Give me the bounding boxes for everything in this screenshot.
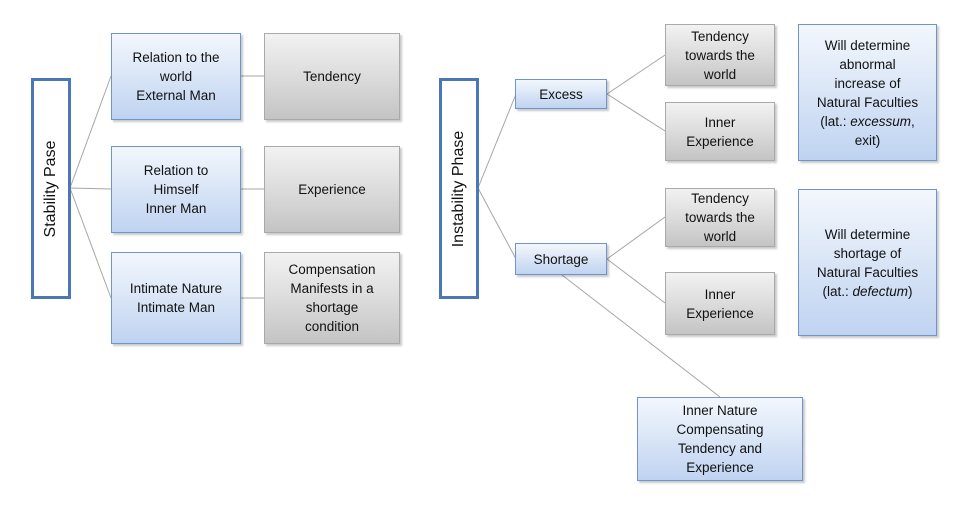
connector-stability-world: [69, 75, 112, 189]
tendency-label: Tendency: [303, 69, 361, 84]
shortage-tendency-box: Tendency towards the world: [665, 188, 775, 247]
excess-experience-box: Inner Experience: [665, 102, 775, 161]
connector-shortage-experience: [606, 258, 666, 304]
relation-world-box: Relation to the world External Man: [111, 33, 241, 120]
excess-note-box: Will determine abnormal increase of Natu…: [798, 24, 937, 161]
shortage-note-latin: defectum: [852, 283, 909, 299]
excess-note-pre: Will determine abnormal increase of Natu…: [816, 37, 919, 129]
stability-phase-box: Stability Pase: [31, 78, 71, 299]
connector-instability-shortage: [477, 187, 517, 260]
shortage-box: Shortage: [515, 243, 607, 275]
connector-excess-tendency: [606, 54, 666, 95]
excess-experience-label: Inner Experience: [686, 114, 754, 149]
connector-excess-experience: [606, 93, 666, 132]
relation-himself-box: Relation to Himself Inner Man: [111, 146, 241, 233]
connector-instability-excess: [477, 93, 517, 189]
excess-note-latin: excessum: [850, 113, 911, 129]
connector-stability-himself: [69, 187, 112, 190]
excess-note-text: Will determine abnormal increase of Natu…: [817, 36, 918, 150]
relation-world-label: Relation to the world External Man: [132, 50, 220, 103]
connector-stability-intimate: [69, 187, 112, 299]
inner-nature-box: Inner Nature Compensating Tendency and E…: [637, 397, 803, 481]
connector-shortage-tendency: [606, 216, 666, 260]
shortage-note-text: Will determine shortage of Natural Facul…: [817, 225, 918, 301]
intimate-nature-label: Intimate Nature Intimate Man: [129, 281, 223, 315]
shortage-tendency-label: Tendency towards the world: [685, 191, 755, 244]
excess-label: Excess: [539, 86, 583, 102]
stability-phase-label: Stability Pase: [42, 140, 59, 237]
tendency-box: Tendency: [264, 33, 400, 120]
excess-box: Excess: [515, 79, 607, 109]
shortage-note-pre: Will determine shortage of Natural Facul…: [816, 226, 919, 299]
experience-label: Experience: [298, 182, 366, 197]
shortage-label: Shortage: [533, 251, 589, 267]
intimate-nature-box: Intimate Nature Intimate Man: [111, 252, 241, 344]
instability-phase-label: Instability Phase: [450, 130, 467, 247]
connector-shortage-inner-nature: [561, 274, 721, 398]
shortage-note-box: Will determine shortage of Natural Facul…: [798, 189, 937, 336]
compensation-label: Compensation Manifests in a shortage con…: [288, 262, 376, 334]
shortage-experience-label: Inner Experience: [686, 286, 754, 321]
inner-nature-label: Inner Nature Compensating Tendency and E…: [676, 403, 764, 475]
relation-himself-label: Relation to Himself Inner Man: [143, 163, 209, 216]
excess-tendency-label: Tendency towards the world: [685, 28, 755, 82]
instability-phase-box: Instability Phase: [439, 78, 479, 299]
shortage-note-post: ): [908, 283, 913, 299]
shortage-experience-box: Inner Experience: [665, 272, 775, 335]
excess-tendency-box: Tendency towards the world: [665, 24, 775, 86]
excess-note-post: , exit): [854, 113, 915, 148]
compensation-box: Compensation Manifests in a shortage con…: [264, 252, 400, 344]
experience-box: Experience: [264, 146, 400, 233]
